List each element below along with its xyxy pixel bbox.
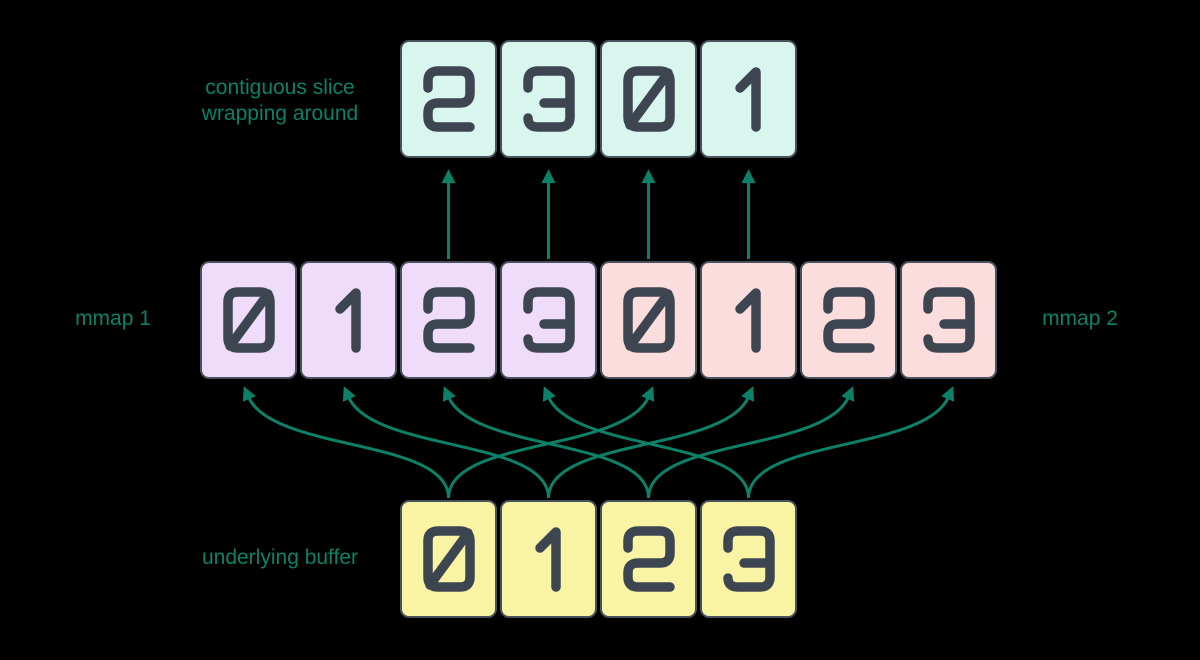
buffer-cell-0 [400,500,497,618]
digit-glyph [522,66,575,132]
mmap-row [200,261,997,379]
mmap1-label: mmap 1 [75,307,151,330]
digit-glyph [522,287,575,353]
slice-cell-1 [500,40,597,158]
mmap1-cell-2 [400,261,497,379]
slice-cell-2 [600,40,697,158]
mmap2-cell-0 [600,261,697,379]
digit-glyph [734,67,761,132]
mmap1-cell-3 [500,261,597,379]
mmap1-cell-1 [300,261,397,379]
mmap2-cell-2 [800,261,897,379]
digit-glyph [622,287,675,353]
mmap2-cell-1 [700,261,797,379]
digit-glyph [534,527,561,592]
mapping-arrow [342,386,550,499]
slice-label: contiguous slice wrapping around [201,76,359,126]
digit-glyph [822,287,875,353]
mapping-arrow [242,386,450,499]
digit-glyph [422,287,475,353]
buffer-cell-3 [700,500,797,618]
mapping-arrow [542,386,750,499]
digit-glyph [422,66,475,132]
slice-row [400,40,797,158]
buffer-cell-2 [600,500,697,618]
digit-glyph [622,526,675,592]
digit-glyph [722,526,775,592]
buffer-label: underlying buffer [201,546,359,569]
mapping-arrow [447,386,655,499]
digit-glyph [422,526,475,592]
mmap2-cell-3 [900,261,997,379]
buffer-row [400,500,797,618]
digit-glyph [922,287,975,353]
slice-cell-3 [700,40,797,158]
digit-glyph [222,287,275,353]
digit-glyph [734,288,761,353]
mmap1-cell-0 [200,261,297,379]
slice-cell-0 [400,40,497,158]
buffer-cell-1 [500,500,597,618]
digit-glyph [622,66,675,132]
mapping-arrow [547,386,755,499]
mmap2-label: mmap 2 [1042,307,1118,330]
digit-glyph [334,288,361,353]
mapping-arrow [747,386,955,499]
mapping-arrow [647,386,855,499]
mapping-arrow [442,386,650,499]
